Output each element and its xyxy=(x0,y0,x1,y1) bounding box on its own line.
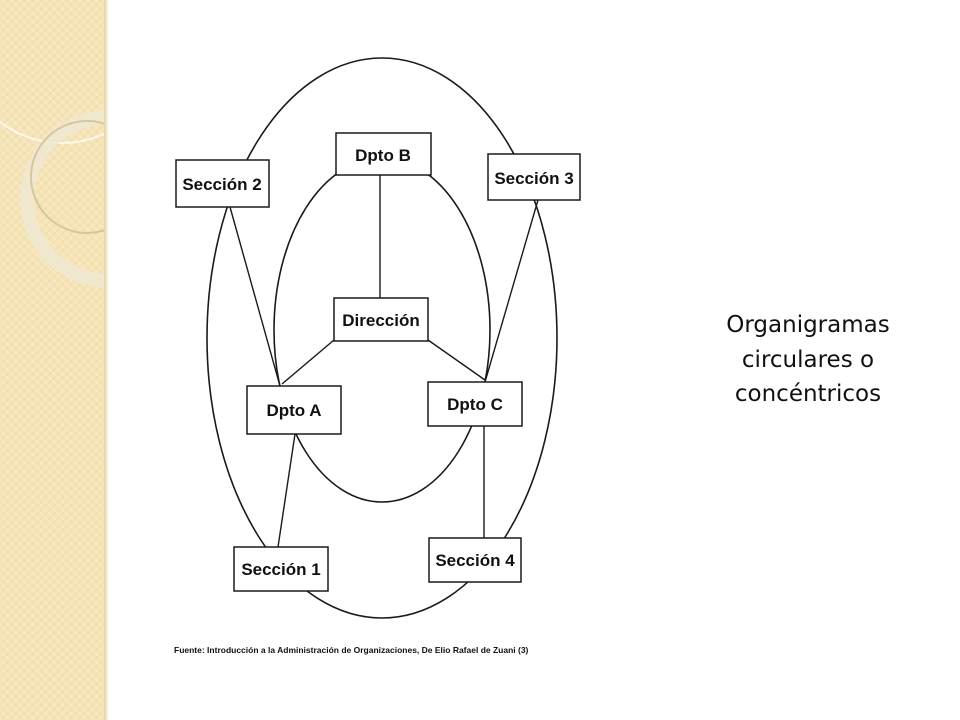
node-dpto-c: Dpto C xyxy=(427,381,523,427)
edge-dpto-a-seccion-1 xyxy=(277,433,296,548)
node-direccion: Dirección xyxy=(333,297,429,342)
slide-title-line: Organigramas xyxy=(726,312,890,338)
node-dpto-b: Dpto B xyxy=(335,132,432,176)
node-dpto-a: Dpto A xyxy=(246,385,342,435)
edge-seccion-3-dpto-c xyxy=(484,199,539,383)
node-dpto-a-label: Dpto A xyxy=(266,401,321,420)
node-direccion-label: Dirección xyxy=(342,311,419,330)
node-seccion-4: Sección 4 xyxy=(428,537,522,583)
node-seccion-4-label: Sección 4 xyxy=(435,551,515,570)
edge-direccion-dpto-c xyxy=(427,339,486,381)
org-chart-diagram: Dpto B Sección 2 Sección 3 Dirección Dpt… xyxy=(160,20,600,660)
node-dpto-b-label: Dpto B xyxy=(355,146,411,165)
node-seccion-1: Sección 1 xyxy=(233,546,329,592)
node-seccion-2: Sección 2 xyxy=(175,159,270,208)
node-seccion-1-label: Sección 1 xyxy=(241,560,320,579)
edge-seccion-2-dpto-a xyxy=(229,206,281,387)
node-seccion-3: Sección 3 xyxy=(487,153,581,201)
slide-title: Organigramas circulares o concéntricos xyxy=(688,308,928,412)
diagram-source-caption: Fuente: Introducción a la Administración… xyxy=(174,645,529,655)
outer-circle xyxy=(206,57,558,619)
org-chart-svg: Dpto B Sección 2 Sección 3 Dirección Dpt… xyxy=(174,57,581,655)
decorative-side-band xyxy=(0,0,104,720)
edge-direccion-dpto-a xyxy=(281,339,335,385)
slide-title-line: circulares o xyxy=(741,346,875,373)
slide-title-line: concéntricos xyxy=(734,381,882,407)
node-seccion-2-label: Sección 2 xyxy=(182,175,261,194)
band-edge xyxy=(104,0,109,720)
node-dpto-c-label: Dpto C xyxy=(447,395,503,414)
node-seccion-3-label: Sección 3 xyxy=(494,169,573,188)
